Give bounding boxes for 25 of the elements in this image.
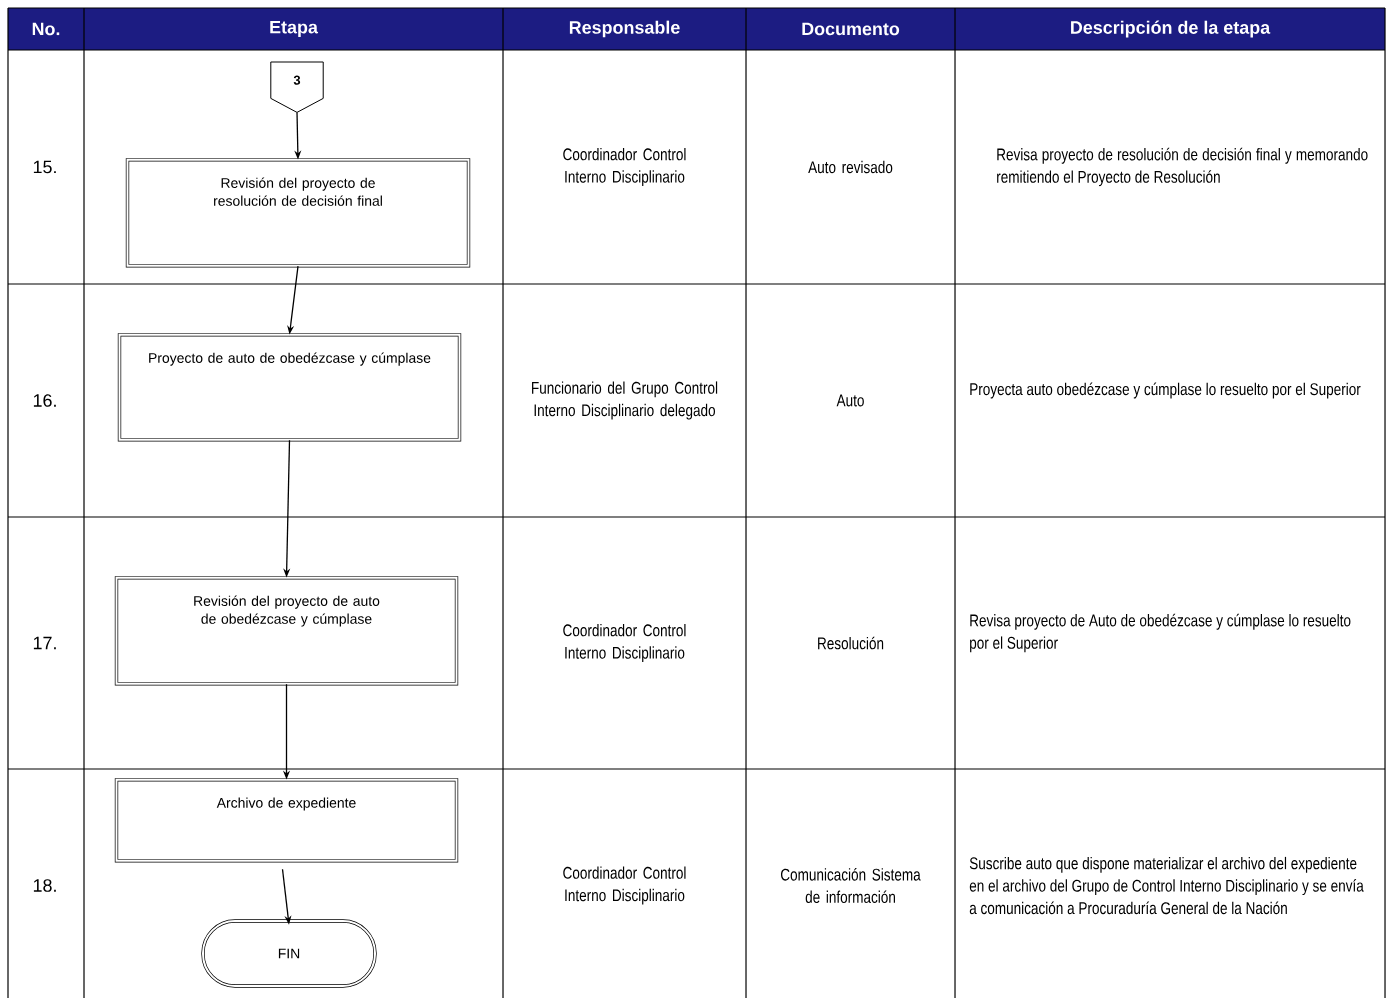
document-text: Resolución [818,636,884,650]
process-box: Revisión del proyecto de auto de obedézcase y cúmplase [114,576,459,686]
row-number: 17. [33,636,56,650]
terminator-oval: FIN [201,919,377,988]
process-box: Archivo de expediente [114,778,459,863]
header-cell: Documento [746,8,955,50]
header-cell: No. [8,8,84,50]
row-number: 16. [33,394,56,407]
description-text: Revisa proyecto de Auto de obedézcase y cúmplase lo resuelto por el Superior [970,613,1351,653]
responsible-text: Coordinador Control Interno Disciplinario [563,866,686,905]
description-text: Suscribe auto que dispone materializar el archivo del expediente en el archivo del Grupo de Control Interno Disciplinario y se envía a comunicación a Procuraduría General de la Nación [969,856,1364,915]
responsible-text: Funcionario del Grupo Control Interno Disciplinario delegado [532,381,718,420]
document-text: Comunicación Sistema de información [781,868,921,904]
document-text: Auto [836,394,864,407]
description-text: Proyecta auto obedézcase y cúmplase lo resuelto por el Superior [970,382,1361,399]
row-number: 15. [33,160,56,174]
process-box: Proyecto de auto de obedézcase y cúmplase [117,333,462,442]
responsible-text: Coordinador Control Interno Disciplinario [563,623,686,663]
document-text: Auto revisado [808,160,893,174]
row-number: 18. [33,879,56,892]
responsible-text: Coordinador Control Interno Disciplinario [563,147,686,187]
header-cell: Responsable [503,8,746,50]
process-box: Revisión del proyecto de resolución de decisión final [125,158,471,268]
description-text: Revisa proyecto de resolución de decisión final y memorando remitiendo el Proyecto de Resolución [997,147,1368,187]
off-page-connector: 3 [270,61,324,113]
